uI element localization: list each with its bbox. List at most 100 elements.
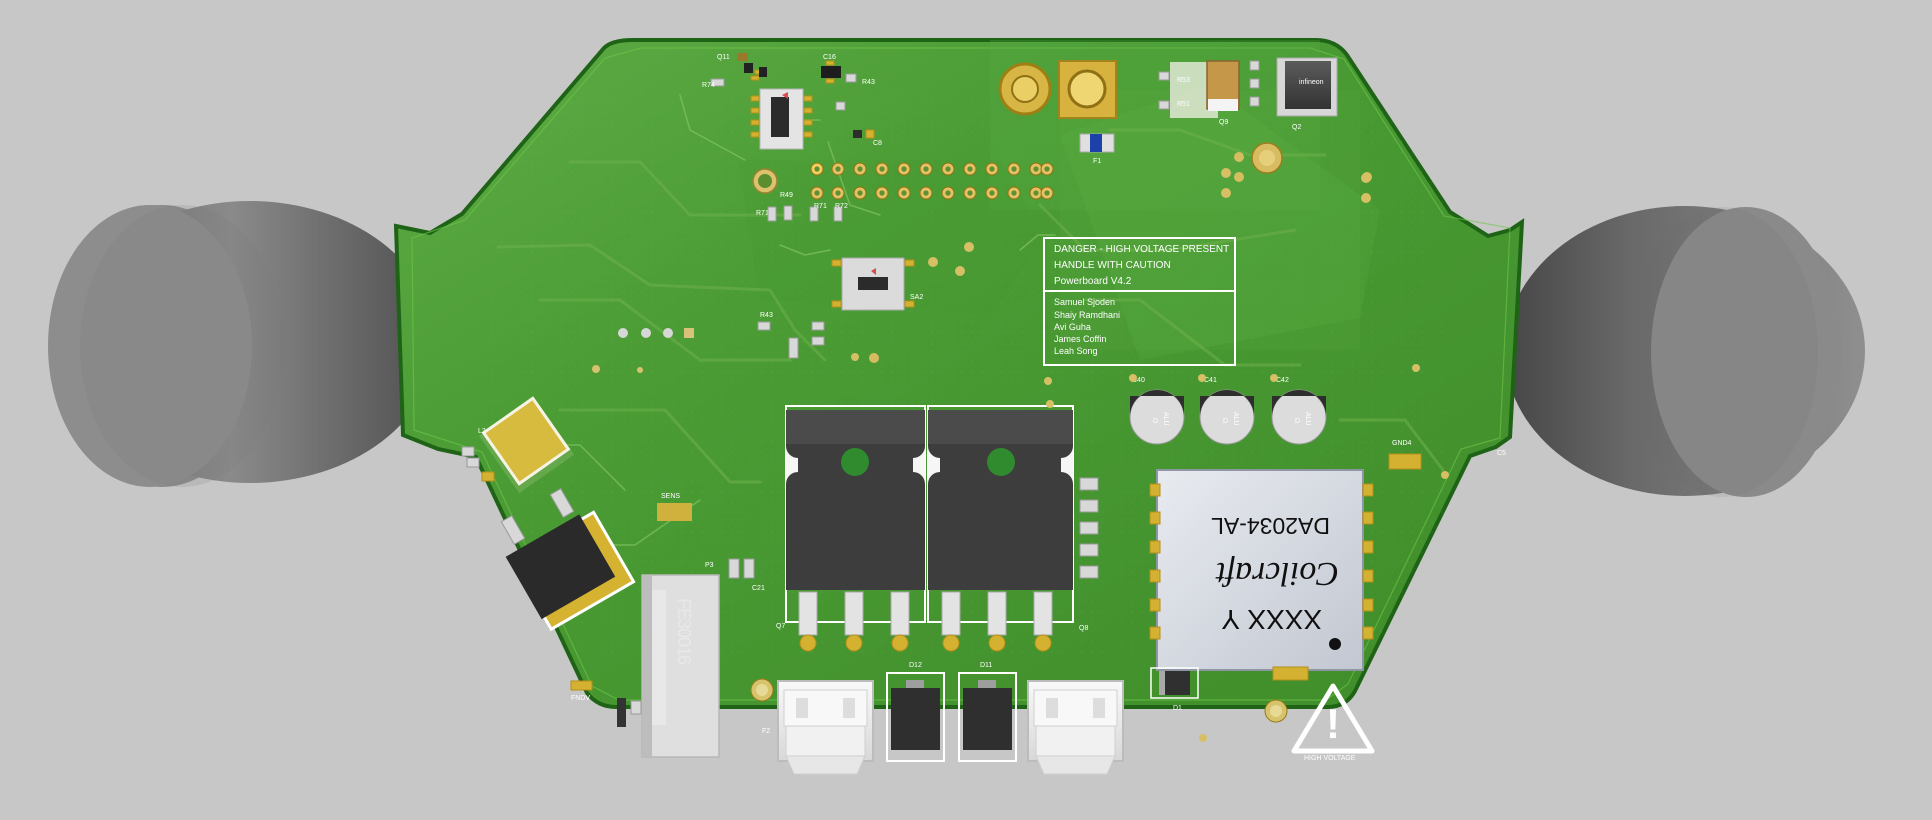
capacitor-3: ALU D: [1271, 389, 1327, 445]
ref-c21: C21: [752, 585, 765, 592]
ref-f2: F2: [762, 728, 770, 735]
header-pin-hole: [1033, 166, 1039, 172]
capacitor-1-letter: D: [1153, 418, 1158, 425]
left-standoff-cylinder: [48, 201, 436, 487]
cap-ref-1: C40: [1132, 377, 1145, 384]
ref-r71: R71: [814, 203, 827, 210]
ref-d11: D11: [980, 662, 992, 669]
ref-p: P3: [705, 562, 714, 569]
header-pin-hole: [835, 190, 841, 196]
electrolytic-capacitors: ALU D ALU D ALU D C40 C41 C42: [1129, 377, 1327, 445]
ref-r74: R74: [702, 82, 715, 89]
center-switch: SA2: [831, 257, 923, 311]
regulator-ref: L2: [478, 428, 486, 435]
ref-d1: D1: [1173, 705, 1182, 712]
ref-fndv: FNDV: [571, 695, 590, 702]
bottom-connectors: [777, 680, 1124, 775]
warning-silkscreen-box: DANGER - HIGH VOLTAGE PRESENT HANDLE WIT…: [1043, 237, 1236, 366]
header-pin-hole: [967, 166, 973, 172]
ref-r53: R53: [1177, 77, 1190, 84]
header-pin-hole: [814, 166, 820, 172]
ref-r51: R51: [1177, 101, 1190, 108]
top-left-control-cluster: Q11 R74 C16 R43: [702, 53, 882, 222]
credit-1: Samuel Sjoden: [1054, 297, 1115, 307]
capacitor-2-label: ALU: [1232, 412, 1239, 426]
ref-sa2: SA2: [910, 294, 923, 301]
ref-c16: C16: [823, 54, 836, 61]
ref-r43: R43: [862, 79, 875, 86]
connector-right: [1027, 680, 1124, 775]
capacitor-3-label: ALU: [1304, 412, 1311, 426]
pin-header-grid: [810, 162, 1054, 200]
header-pin-hole: [1044, 166, 1050, 172]
ic-brand-mark: infineon: [1299, 79, 1324, 86]
ref-d12: D12: [909, 662, 922, 669]
ref-q9: Q9: [1219, 119, 1228, 126]
capacitor-2: ALU D: [1199, 389, 1255, 445]
capacitor-1-label: ALU: [1162, 412, 1169, 426]
capacitor-1: ALU D: [1129, 389, 1185, 445]
ref-r71-left: R71: [756, 210, 769, 217]
inductor-brand: Coilcraft: [1215, 555, 1339, 592]
header-pin-hole: [835, 166, 841, 172]
ref-gnd4: GND4: [1392, 440, 1412, 447]
ref-c5: C5: [1497, 450, 1506, 457]
ref-r72: R72: [835, 203, 848, 210]
warning-line-2: HANDLE WITH CAUTION: [1054, 260, 1171, 271]
credit-5: Leah Song: [1054, 346, 1098, 356]
top-power-components: F1 R53 R51 Q9 infineon Q2: [998, 57, 1372, 182]
warning-caption: HIGH VOLTAGE: [1304, 755, 1356, 762]
header-pin-hole: [1033, 190, 1039, 196]
header-pin-hole: [945, 166, 951, 172]
connector-left: [777, 680, 874, 775]
header-pin-hole: [1011, 166, 1017, 172]
header-pin-hole: [879, 166, 885, 172]
ref-c8: C8: [873, 140, 882, 147]
header-pin-hole: [857, 190, 863, 196]
ref-q11: Q11: [717, 54, 730, 61]
left-regulator-cluster: L2 FE30016 FNDV: [461, 396, 720, 758]
power-transistors: Q7 Q8: [776, 405, 1088, 652]
scattered-vias: [851, 168, 1449, 742]
inductor-part: DA2034-AL: [1211, 513, 1330, 539]
warning-line-3: Powerboard V4.2: [1054, 276, 1132, 287]
capacitor-2-letter: D: [1223, 418, 1228, 425]
header-pin-hole: [989, 190, 995, 196]
credit-2: Shaiy Ramdhani: [1054, 310, 1120, 320]
header-pin-hole: [879, 190, 885, 196]
header-pin-hole: [945, 190, 951, 196]
lower-right-parts: D1 GND4 C5: [1079, 440, 1506, 712]
ref-q7: Q7: [776, 623, 785, 630]
high-voltage-warning: ! HIGH VOLTAGE: [1291, 683, 1375, 762]
cap-ref-3: C42: [1276, 377, 1289, 384]
ref-q2: Q2: [1292, 124, 1301, 131]
header-pin-hole: [989, 166, 995, 172]
credit-3: Avi Guha: [1054, 322, 1091, 332]
header-pin-hole: [901, 190, 907, 196]
capacitor-3-letter: D: [1295, 418, 1300, 425]
ref-r49: R49: [780, 192, 793, 199]
ref-q8: Q8: [1079, 625, 1088, 632]
warning-exclamation: !: [1326, 700, 1340, 747]
header-pin-hole: [923, 190, 929, 196]
cap-ref-2: C41: [1204, 377, 1217, 384]
power-inductor: XXXX Y Coilcraft DA2034-AL: [1149, 469, 1374, 671]
header-pin-hole: [1044, 190, 1050, 196]
board-traces: [496, 94, 1445, 546]
header-pin-hole: [857, 166, 863, 172]
header-pin-hole: [923, 166, 929, 172]
header-pin-hole: [814, 190, 820, 196]
module-text: FE30016: [674, 598, 694, 665]
center-lower-components: SENS P3 C21 F2 F3 D12 D11: [657, 493, 1288, 762]
header-pin-hole: [901, 166, 907, 172]
warning-line-1: DANGER - HIGH VOLTAGE PRESENT: [1054, 244, 1229, 255]
credit-4: James Coffin: [1054, 334, 1106, 344]
header-pin-hole: [967, 190, 973, 196]
sensor-ref: SENS: [661, 493, 680, 500]
header-pin-hole: [1011, 190, 1017, 196]
ref-f1: F1: [1093, 158, 1101, 165]
left-pad-row: R43: [592, 312, 879, 373]
inductor-code: XXXX Y: [1221, 604, 1322, 635]
